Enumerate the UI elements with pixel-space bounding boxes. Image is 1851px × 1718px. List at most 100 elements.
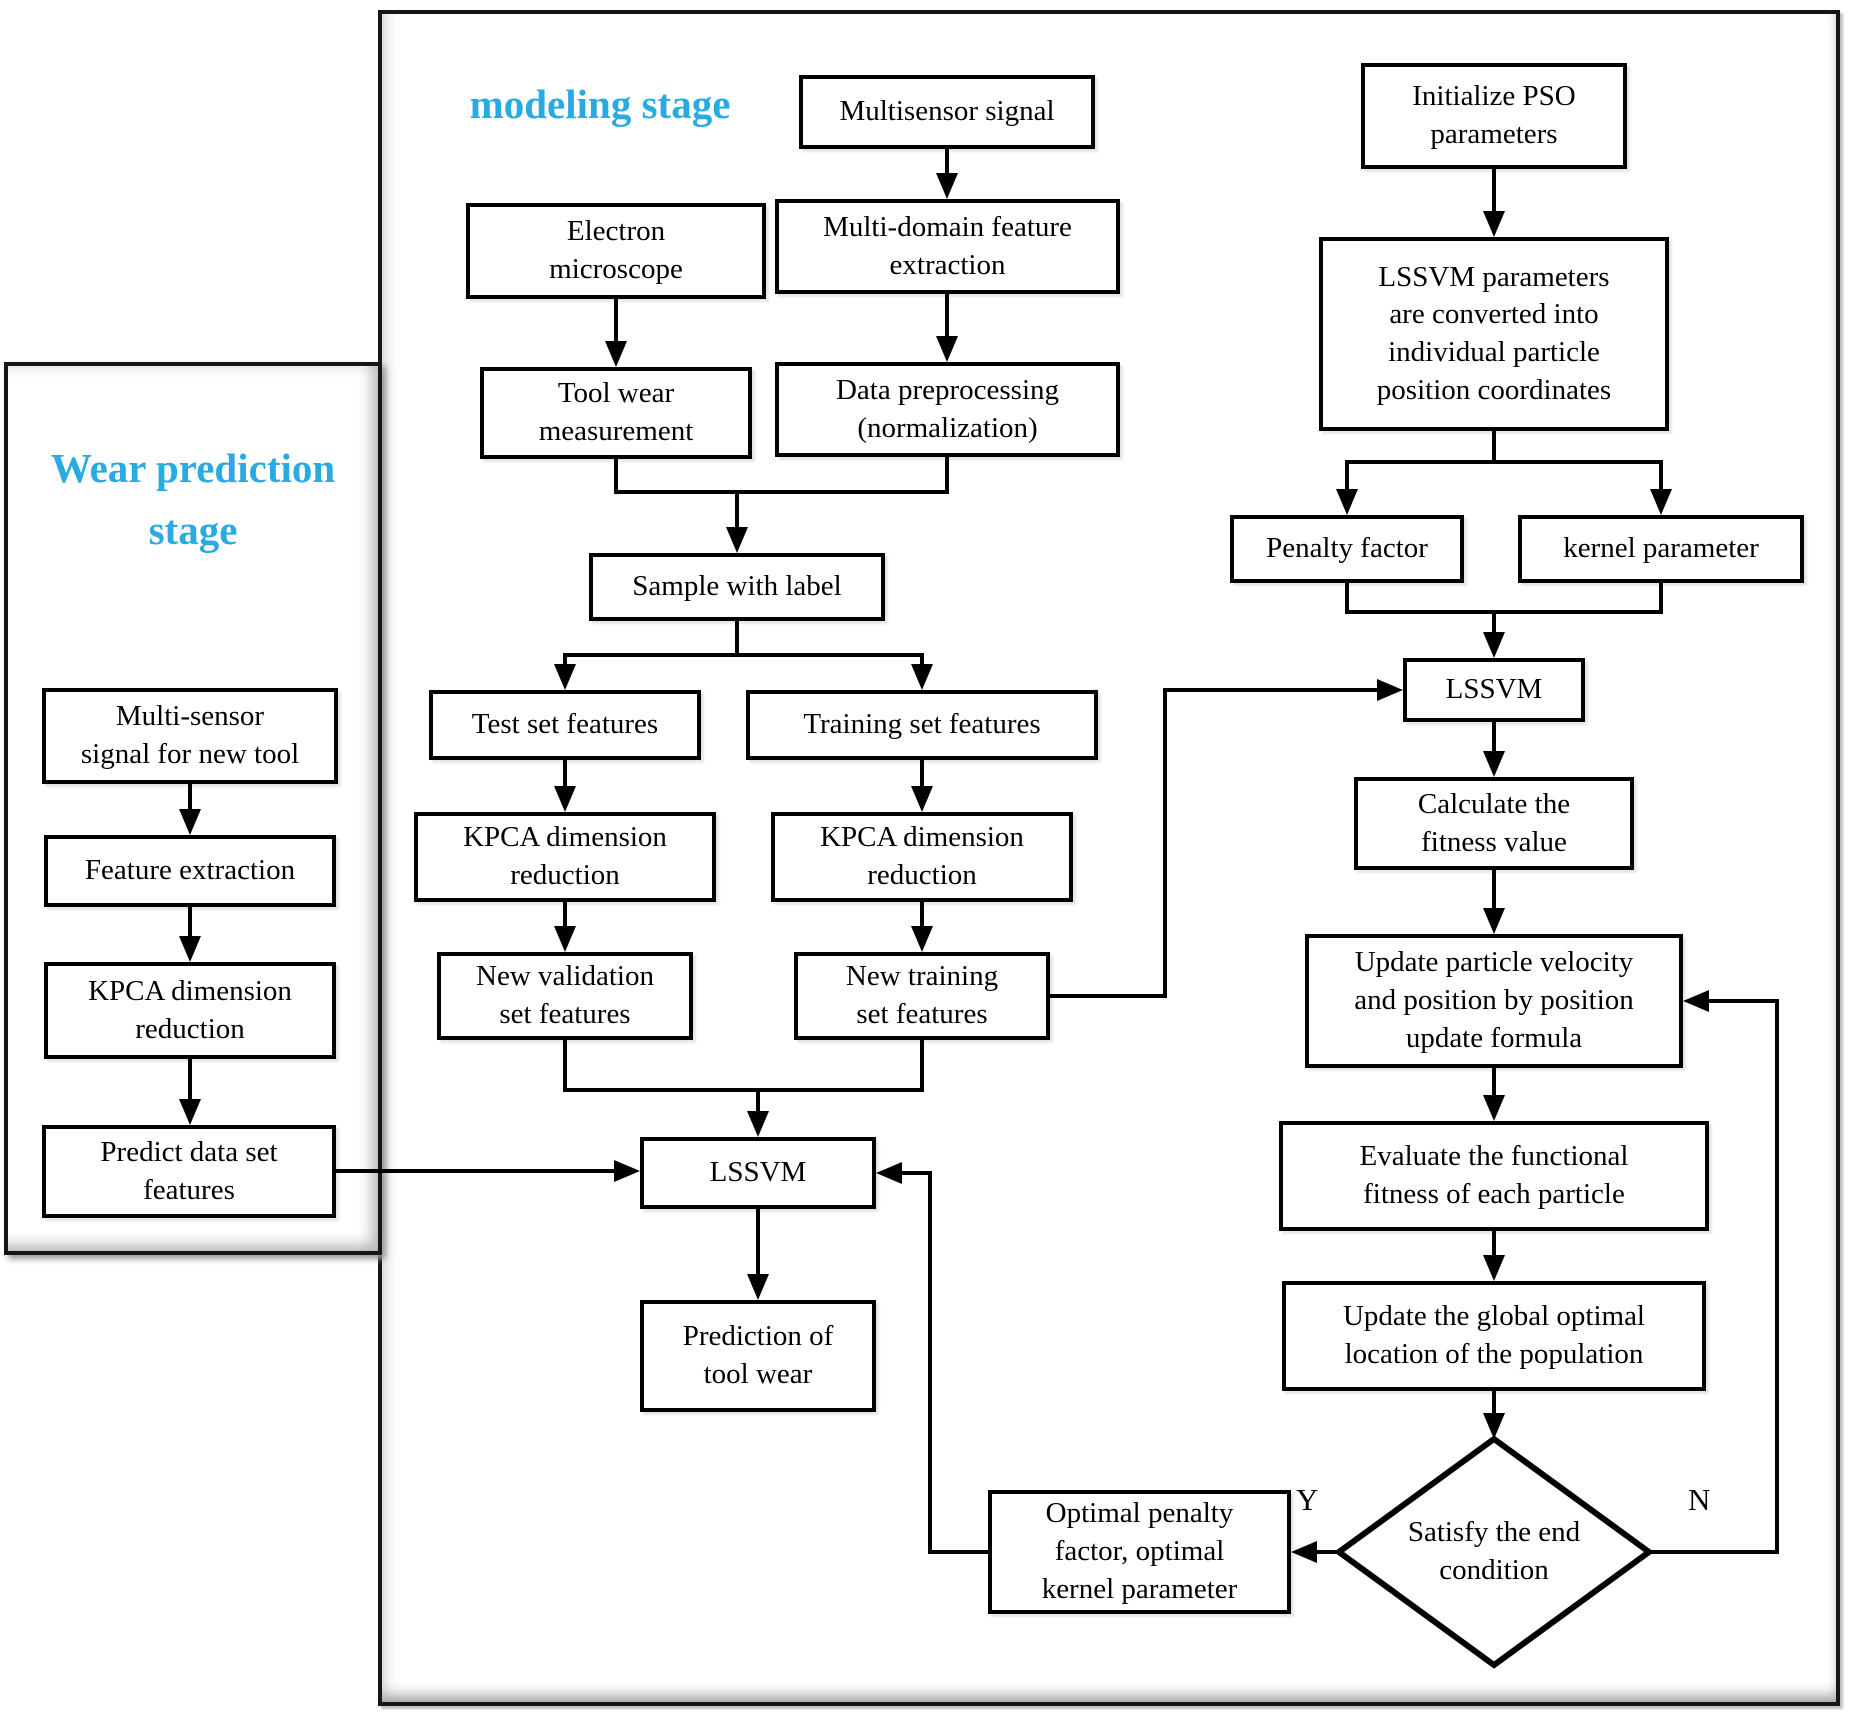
node-kpca-train: KPCA dimension reduction	[771, 812, 1073, 902]
arrow-down-icon	[747, 1111, 769, 1137]
node-lssvm-parameters: LSSVM parameters are converted into indi…	[1319, 237, 1669, 431]
node-tool-wear-measurement: Tool wear measurement	[480, 367, 752, 459]
decision-label: Satisfy the end condition	[1407, 1516, 1581, 1586]
arrow-down-icon	[936, 173, 958, 199]
flow-line	[920, 760, 924, 786]
flow-line	[188, 784, 192, 809]
arrow-down-icon	[554, 664, 576, 690]
flow-line	[920, 902, 924, 926]
flow-line	[1659, 460, 1663, 489]
arrow-down-icon	[605, 341, 627, 367]
flow-line	[188, 907, 192, 936]
flow-line	[1345, 460, 1663, 464]
arrow-left-icon	[876, 1162, 902, 1184]
flow-line	[945, 457, 949, 494]
flow-line	[1050, 994, 1167, 998]
arrow-down-icon	[1483, 632, 1505, 658]
flow-line	[614, 490, 949, 494]
flow-line	[1775, 999, 1779, 1554]
node-lssvm-right: LSSVM	[1403, 658, 1585, 722]
flow-line	[1659, 583, 1663, 614]
flow-line	[336, 1169, 614, 1173]
flow-line	[756, 1088, 760, 1111]
node-feature-extraction: Feature extraction	[44, 835, 336, 907]
arrow-down-icon	[911, 786, 933, 812]
flow-line	[756, 1209, 760, 1274]
node-initialize-pso: Initialize PSO parameters	[1361, 63, 1627, 169]
flow-line	[945, 294, 949, 336]
arrow-down-icon	[1336, 489, 1358, 515]
flow-line	[1709, 999, 1779, 1003]
arrow-right-icon	[614, 1160, 640, 1182]
flow-line	[1163, 688, 1167, 998]
arrow-down-icon	[179, 936, 201, 962]
flow-line	[1492, 1391, 1496, 1413]
node-multisensor-signal: Multisensor signal	[799, 75, 1095, 149]
arrow-left-icon	[1291, 1541, 1317, 1563]
decision-no-label: N	[1688, 1482, 1711, 1517]
flow-line	[1492, 610, 1496, 632]
modeling-stage-title: modeling stage	[469, 81, 731, 127]
arrow-down-icon	[179, 809, 201, 835]
flow-line	[1492, 1231, 1496, 1255]
node-electron-microscope: Electron microscope	[466, 203, 766, 299]
decision-diamond	[1334, 1435, 1654, 1669]
flow-line	[1163, 688, 1377, 692]
flow-line	[1317, 1550, 1343, 1554]
node-new-training-features: New training set features	[794, 952, 1050, 1040]
arrow-down-icon	[1483, 751, 1505, 777]
node-update-velocity: Update particle velocity and position by…	[1305, 934, 1683, 1068]
node-kpca-test: KPCA dimension reduction	[414, 812, 716, 902]
flow-line	[1492, 169, 1496, 211]
node-training-set-features: Training set features	[746, 690, 1098, 760]
node-sample-with-label: Sample with label	[589, 553, 885, 621]
flow-line	[1492, 431, 1496, 464]
flow-line	[614, 299, 618, 341]
node-calculate-fitness: Calculate the fitness value	[1354, 777, 1634, 870]
node-penalty-factor: Penalty factor	[1230, 515, 1464, 583]
flow-line	[920, 653, 924, 664]
decision-yes-label: Y	[1296, 1482, 1319, 1517]
arrow-down-icon	[179, 1099, 201, 1125]
flow-line	[563, 760, 567, 786]
arrow-down-icon	[1483, 1095, 1505, 1121]
flow-line	[928, 1171, 932, 1554]
arrow-down-icon	[1483, 1255, 1505, 1281]
arrow-down-icon	[726, 527, 748, 553]
node-kpca-left: KPCA dimension reduction	[44, 962, 336, 1059]
flow-line	[945, 149, 949, 173]
flow-line	[1492, 870, 1496, 908]
arrow-down-icon	[936, 336, 958, 362]
flow-line	[1345, 460, 1349, 489]
flow-line	[563, 1040, 567, 1092]
arrow-down-icon	[747, 1274, 769, 1300]
arrow-down-icon	[554, 926, 576, 952]
flow-line	[1345, 610, 1663, 614]
flow-line	[735, 490, 739, 527]
arrow-down-icon	[911, 664, 933, 690]
arrow-left-icon	[1683, 990, 1709, 1012]
arrow-down-icon	[911, 926, 933, 952]
flow-line	[1492, 722, 1496, 751]
node-lssvm-mid: LSSVM	[640, 1137, 876, 1209]
node-kernel-parameter: kernel parameter	[1518, 515, 1804, 583]
node-prediction-tool-wear: Prediction of tool wear	[640, 1300, 876, 1412]
flow-line	[563, 1088, 924, 1092]
node-evaluate-fitness: Evaluate the functional fitness of each …	[1279, 1121, 1709, 1231]
node-data-preprocessing: Data preprocessing (normalization)	[775, 362, 1120, 457]
flow-line	[563, 653, 567, 664]
flow-line	[614, 459, 618, 494]
flow-line	[1345, 583, 1349, 614]
flow-line	[563, 902, 567, 926]
arrow-down-icon	[1650, 489, 1672, 515]
flow-line	[563, 653, 924, 657]
node-predict-dataset-features: Predict data set features	[42, 1125, 336, 1218]
flow-line	[188, 1059, 192, 1099]
node-update-global: Update the global optimal location of th…	[1282, 1281, 1706, 1391]
node-new-validation-features: New validation set features	[437, 952, 693, 1040]
arrow-down-icon	[554, 786, 576, 812]
wear-prediction-stage-title: Wear prediction stage	[50, 445, 336, 553]
arrow-down-icon	[1483, 1413, 1505, 1439]
node-multi-domain-extraction: Multi-domain feature extraction	[775, 199, 1120, 294]
